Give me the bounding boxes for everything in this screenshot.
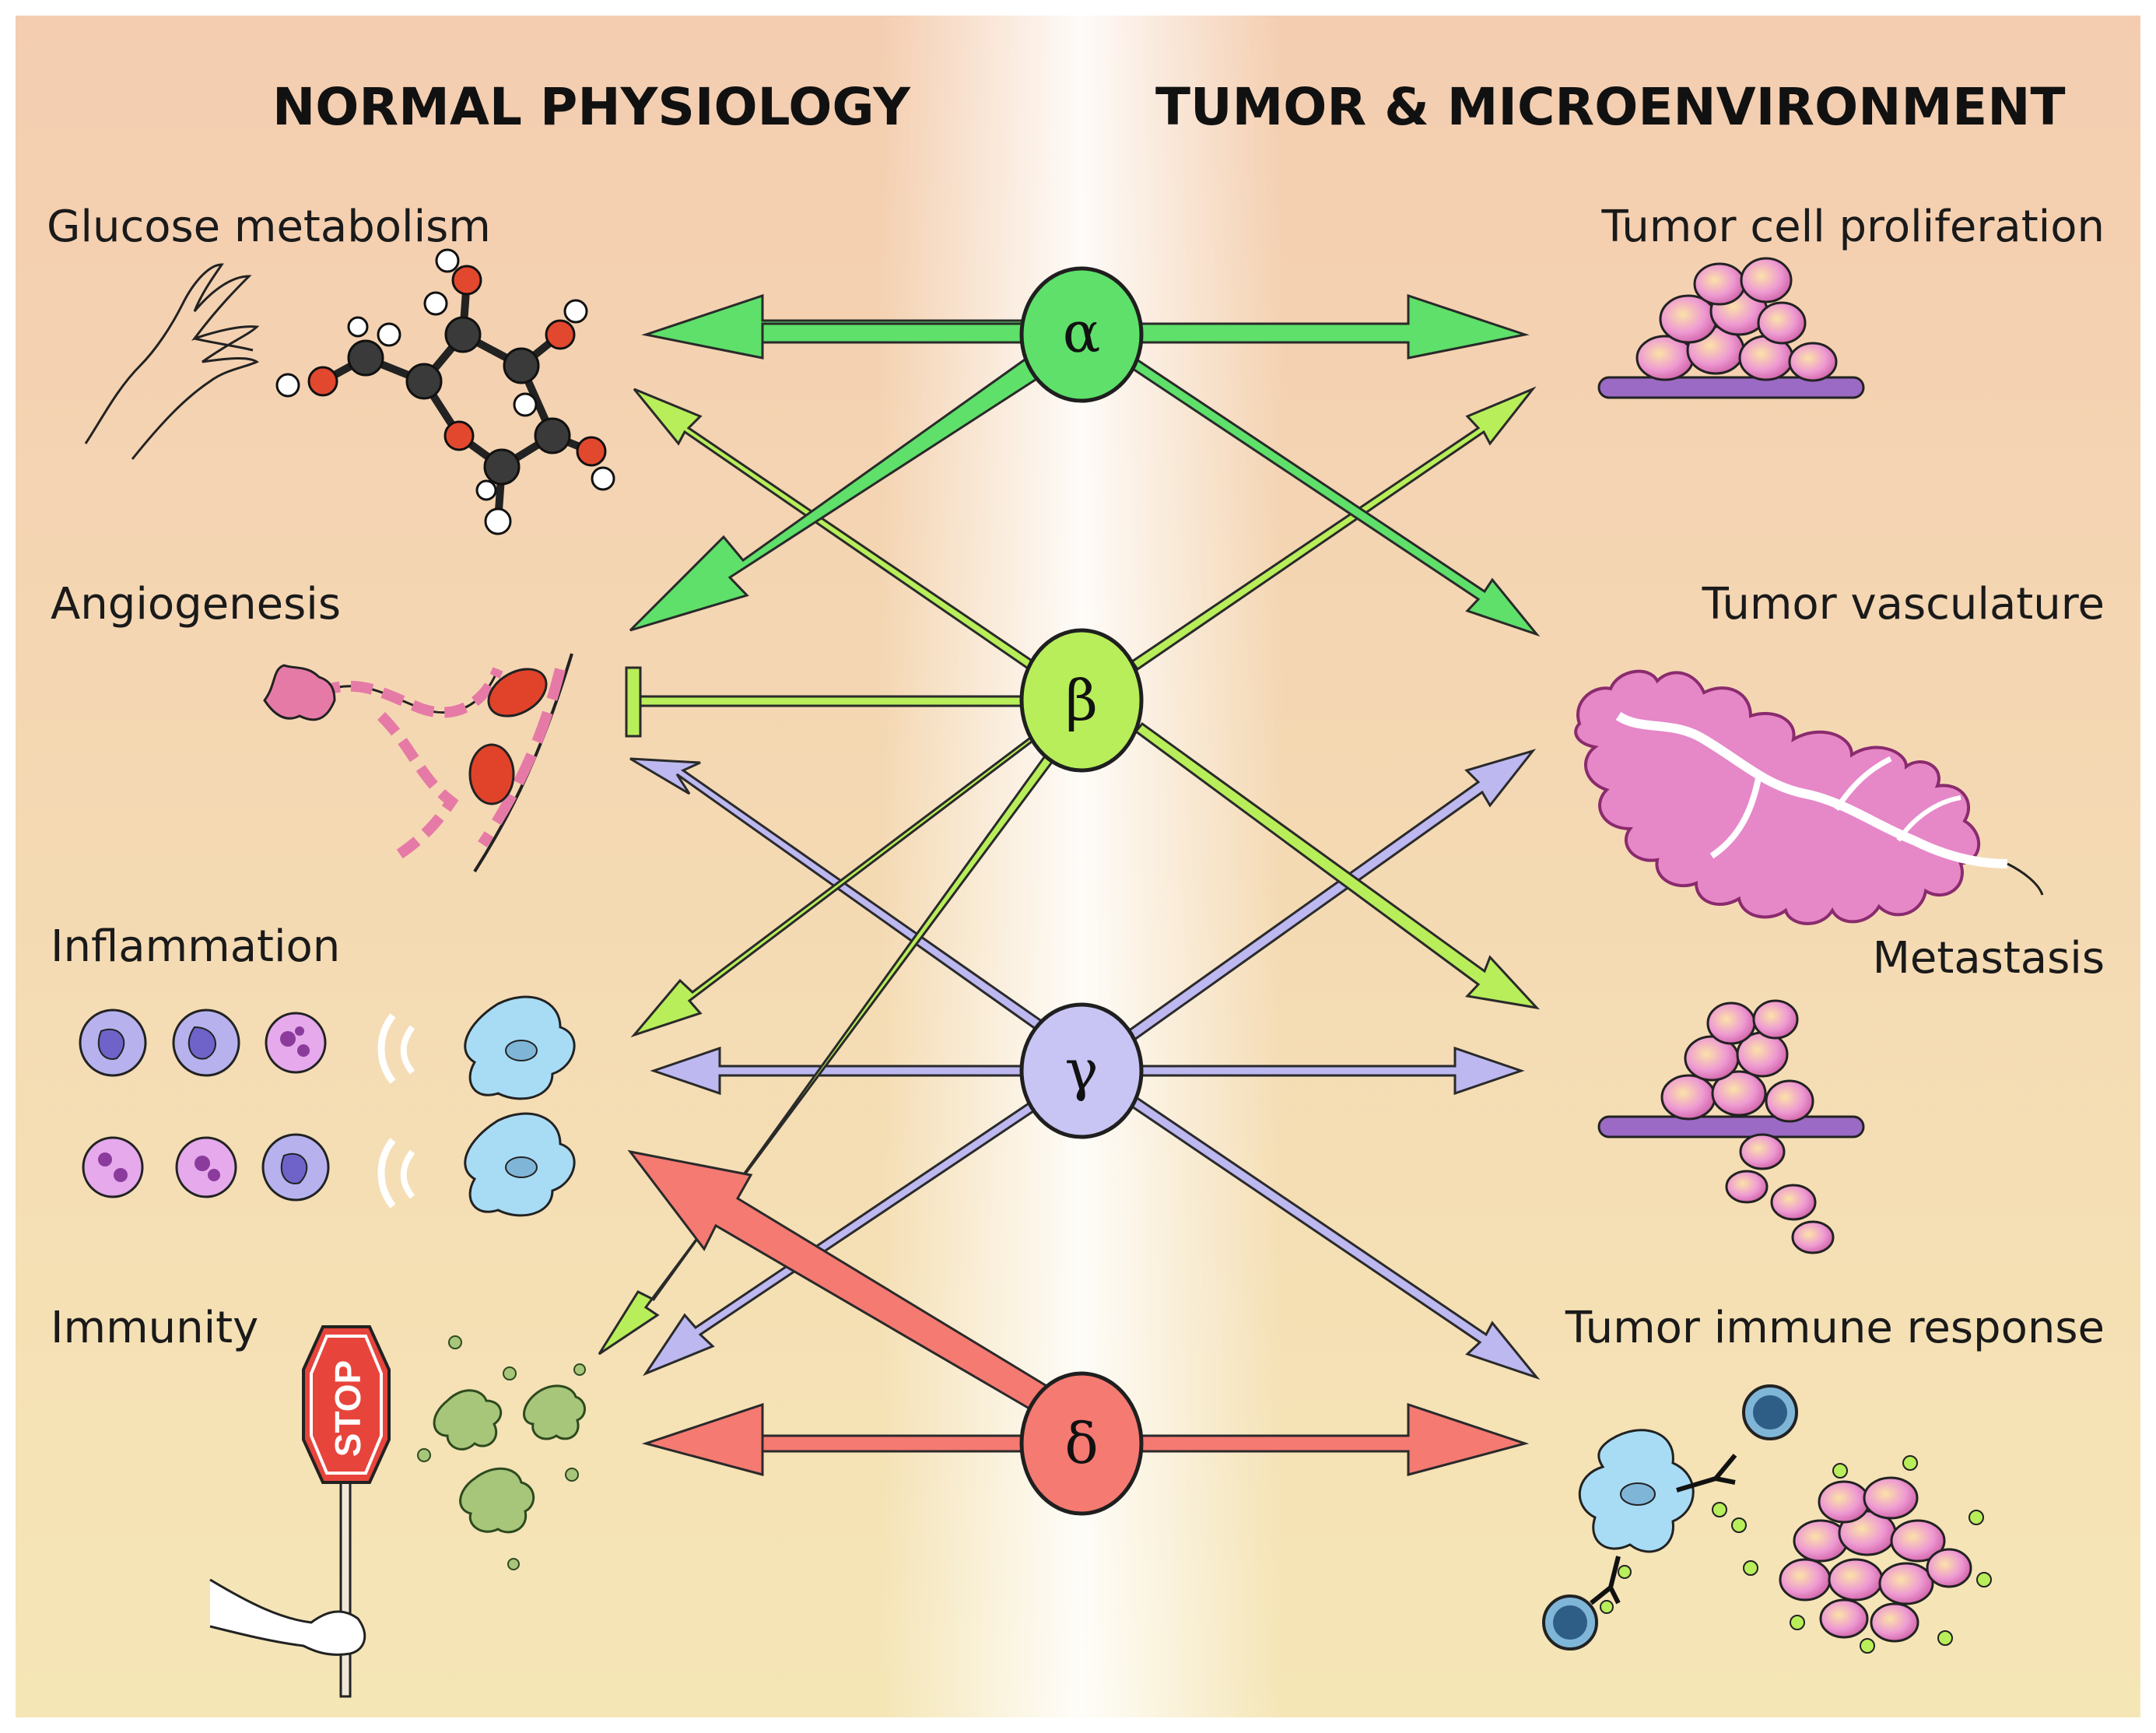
vasculature-illustration bbox=[1574, 669, 2044, 925]
stop-sign bbox=[302, 1325, 391, 1484]
label-metastasis: Metastasis bbox=[1873, 933, 2105, 984]
figure-frame: NORMAL PHYSIOLOGY TUMOR & MICROENVIRONME… bbox=[16, 16, 2140, 1717]
beta-to-metastasis-arrow bbox=[1134, 721, 1541, 1010]
label-angiogenesis: Angiogenesis bbox=[51, 579, 341, 630]
gamma-to-inflammation-arrow bbox=[650, 1046, 1029, 1096]
node-beta-symbol: β bbox=[1065, 668, 1098, 733]
label-tumor-vasculature: Tumor vasculature bbox=[1702, 579, 2105, 630]
node-gamma[interactable]: γ bbox=[1019, 1002, 1144, 1139]
delta-to-inflammation-arrow bbox=[627, 1149, 1060, 1419]
beta-to-inflammation-arrow bbox=[630, 730, 1040, 1038]
node-alpha-circle bbox=[1019, 266, 1144, 403]
proliferation-illustration bbox=[1597, 257, 1865, 399]
gamma-to-immune-response-arrow bbox=[1127, 1095, 1541, 1380]
beta-to-glucose-arrow bbox=[633, 388, 1040, 675]
hand-illustration bbox=[84, 263, 260, 460]
label-tumor-immune-response: Tumor immune response bbox=[1565, 1303, 2105, 1353]
label-immunity: Immunity bbox=[51, 1303, 258, 1353]
label-inflammation: Inflammation bbox=[51, 921, 340, 972]
immunity-illustration: STOP bbox=[209, 1325, 586, 1698]
node-delta-circle bbox=[1019, 1371, 1144, 1516]
alpha-to-angiogenesis-arrow bbox=[629, 356, 1045, 632]
header-right: TUMOR & MICROENVIRONMENT bbox=[1155, 77, 2065, 137]
node-alpha[interactable]: α bbox=[1019, 266, 1144, 403]
gamma-to-metastasis-arrow bbox=[1134, 1046, 1525, 1096]
node-beta[interactable]: β bbox=[1019, 628, 1144, 773]
node-gamma-symbol: γ bbox=[1064, 1037, 1098, 1103]
header-left: NORMAL PHYSIOLOGY bbox=[272, 77, 911, 137]
arrows-layer bbox=[598, 293, 1541, 1476]
alpha-to-glucose-shaft bbox=[761, 322, 1036, 344]
node-delta[interactable]: δ bbox=[1019, 1371, 1144, 1516]
delta-arrows bbox=[627, 1149, 1530, 1476]
beta-inhibit-angiogenesis-bar bbox=[625, 666, 642, 738]
glucose-molecule bbox=[275, 248, 615, 535]
inflammation-illustration bbox=[79, 995, 576, 1217]
alpha-arrows bbox=[629, 293, 1541, 637]
label-tumor-cell-proliferation: Tumor cell proliferation bbox=[1601, 202, 2105, 252]
beta-to-immunity-arrow bbox=[598, 741, 1064, 1356]
gamma-to-immunity-arrow bbox=[643, 1095, 1045, 1377]
beta-inhibit-angiogenesis-line bbox=[636, 695, 1029, 707]
delta-to-tumor-immune-arrow bbox=[1134, 1402, 1530, 1476]
node-gamma-circle bbox=[1019, 1002, 1144, 1139]
stop-sign-text: STOP bbox=[328, 1360, 368, 1457]
gamma-to-vasculature-arrow bbox=[1126, 749, 1537, 1042]
gamma-arrows bbox=[629, 749, 1541, 1380]
node-alpha-symbol: α bbox=[1063, 300, 1101, 365]
alpha-to-proliferation-arrow bbox=[1134, 293, 1530, 360]
gamma-to-angiogenesis-arrow bbox=[629, 757, 1053, 1037]
node-delta-symbol: δ bbox=[1064, 1411, 1098, 1476]
metastasis-illustration bbox=[1597, 999, 1865, 1254]
angiogenesis-illustration bbox=[263, 653, 573, 873]
delta-to-immunity-arrow bbox=[641, 1402, 1036, 1476]
label-glucose-metabolism: Glucose metabolism bbox=[47, 202, 491, 252]
pathway-diagram: NORMAL PHYSIOLOGY TUMOR & MICROENVIRONME… bbox=[16, 16, 2140, 1717]
tumor-immune-illustration bbox=[1542, 1384, 1992, 1654]
node-beta-circle bbox=[1019, 628, 1144, 773]
alpha-to-vasculature-arrow bbox=[1126, 356, 1541, 637]
beta-to-proliferation-arrow bbox=[1130, 386, 1537, 672]
beta-arrows bbox=[598, 386, 1541, 1356]
